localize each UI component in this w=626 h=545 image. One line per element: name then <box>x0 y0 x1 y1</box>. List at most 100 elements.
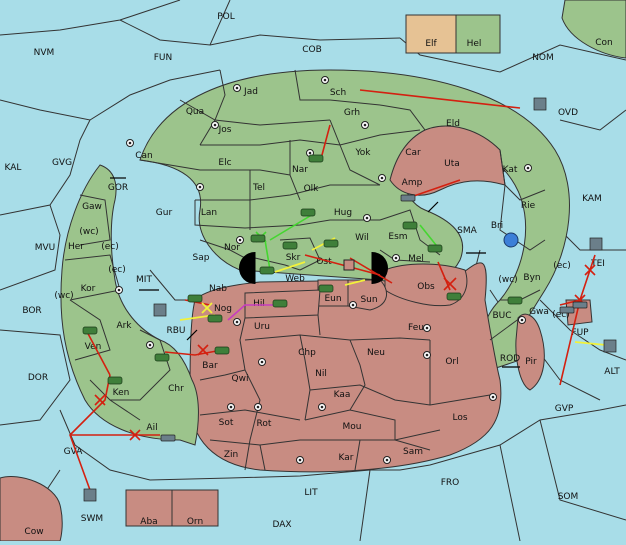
label-fun: FUN <box>154 53 173 63</box>
army-unit <box>214 346 230 355</box>
army-unit <box>107 376 123 385</box>
label-nar: Nar <box>292 165 308 175</box>
label-byn-wc: (wc) <box>498 275 517 285</box>
orders <box>69 89 607 491</box>
label-sma: SMA <box>457 226 477 236</box>
label-dax: DAX <box>272 520 291 530</box>
label-hug: Hug <box>334 208 352 218</box>
label-cow: Cow <box>24 527 43 537</box>
label-lit: LIT <box>304 488 318 498</box>
red-labels: Uta Amp Obs Eun Sun Hil Uru Feu Chp Neu … <box>140 159 589 527</box>
label-bar: Bar <box>202 361 218 371</box>
label-gva: GVA <box>64 447 84 457</box>
label-som: SOM <box>558 492 579 502</box>
legend-elf-label: Elf <box>425 39 437 49</box>
army-unit <box>250 234 266 243</box>
label-alt: ALT <box>604 367 620 377</box>
army-unit <box>259 266 275 275</box>
units[interactable] <box>82 97 617 502</box>
label-esm: Esm <box>388 232 407 242</box>
label-con: Con <box>595 38 613 48</box>
army-unit <box>272 299 288 308</box>
legend: Elf Hel <box>405 14 501 54</box>
fleet-unit <box>533 97 547 111</box>
label-ost: Ost <box>316 257 332 267</box>
label-eld: Eld <box>446 119 460 129</box>
label-sam: Sam <box>403 447 423 457</box>
label-nvm: NVM <box>34 48 55 58</box>
label-ovd: OVD <box>558 108 578 118</box>
label-obs: Obs <box>417 282 435 292</box>
black-marker-right <box>372 252 388 284</box>
label-kor-ec: (ec) <box>108 265 126 275</box>
label-kat: Kat <box>503 165 518 175</box>
legend-hel-label: Hel <box>467 39 482 49</box>
label-rot: Rot <box>257 419 272 429</box>
label-gvp: GVP <box>555 404 574 414</box>
label-qua: Qua <box>186 107 204 117</box>
army-unit <box>308 154 324 163</box>
army-unit <box>318 284 334 293</box>
label-gaw: Gaw <box>82 202 102 212</box>
label-wil: Wil <box>355 233 369 243</box>
label-her-ec: (ec) <box>101 242 119 252</box>
label-kam: KAM <box>582 194 602 204</box>
label-uru: Uru <box>254 322 270 332</box>
label-qwi: Qwi <box>232 374 249 384</box>
label-kal: KAL <box>5 163 22 173</box>
label-ken: Ken <box>113 388 130 398</box>
label-chp: Chp <box>298 348 316 358</box>
label-mel: Mel <box>408 254 424 264</box>
label-jad: Jad <box>243 87 258 97</box>
label-kor-wc: (wc) <box>54 291 73 301</box>
label-gor: GOR <box>108 183 128 193</box>
label-pol: POL <box>217 12 235 22</box>
fleet-unit <box>603 339 617 353</box>
legend-hel-box <box>455 14 501 54</box>
army-unit <box>507 296 523 305</box>
label-web: Web <box>285 274 305 284</box>
label-gur: Gur <box>156 208 173 218</box>
label-buc: BUC <box>492 311 511 321</box>
label-amp: Amp <box>402 178 423 188</box>
army-unit <box>187 294 203 303</box>
label-ven: Ven <box>85 342 102 352</box>
blue-token <box>503 232 519 248</box>
black-marker-left <box>239 252 255 284</box>
fleet-unit <box>400 194 416 202</box>
green-labels: Jad Sch Qua Jos Grh Eld Can Elc Nar Yok … <box>54 87 570 433</box>
label-nab: Nab <box>209 284 227 294</box>
army-unit <box>154 353 170 362</box>
label-kor: Kor <box>81 284 96 294</box>
label-gwa-ec: (ec) <box>552 310 570 320</box>
fleet-unit <box>572 301 588 309</box>
label-fup: FUP <box>571 328 589 338</box>
label-orl: Orl <box>445 357 458 367</box>
legend-elf-box <box>405 14 457 54</box>
label-elc: Elc <box>218 158 231 168</box>
label-rie: Rie <box>521 201 536 211</box>
label-jos: Jos <box>218 125 232 135</box>
label-mou: Mou <box>343 422 362 432</box>
label-uta: Uta <box>444 159 460 169</box>
label-pir: Pir <box>525 357 537 367</box>
label-tei: TEI <box>590 259 605 269</box>
label-can: Can <box>135 151 153 161</box>
fleet-unit <box>559 306 575 314</box>
label-byn-ec: (ec) <box>553 261 571 271</box>
label-dor: DOR <box>28 373 48 383</box>
army-unit <box>402 221 418 230</box>
label-zin: Zin <box>224 450 238 460</box>
label-olk: Olk <box>304 184 320 194</box>
label-gaw-wc: (wc) <box>79 227 98 237</box>
label-nil: Nil <box>315 369 327 379</box>
label-kar: Kar <box>339 453 354 463</box>
label-sap: Sap <box>193 253 210 263</box>
label-gvg: GVG <box>52 158 72 168</box>
label-bor: BOR <box>22 306 41 316</box>
label-grh: Grh <box>344 108 360 118</box>
label-sch: Sch <box>330 88 346 98</box>
